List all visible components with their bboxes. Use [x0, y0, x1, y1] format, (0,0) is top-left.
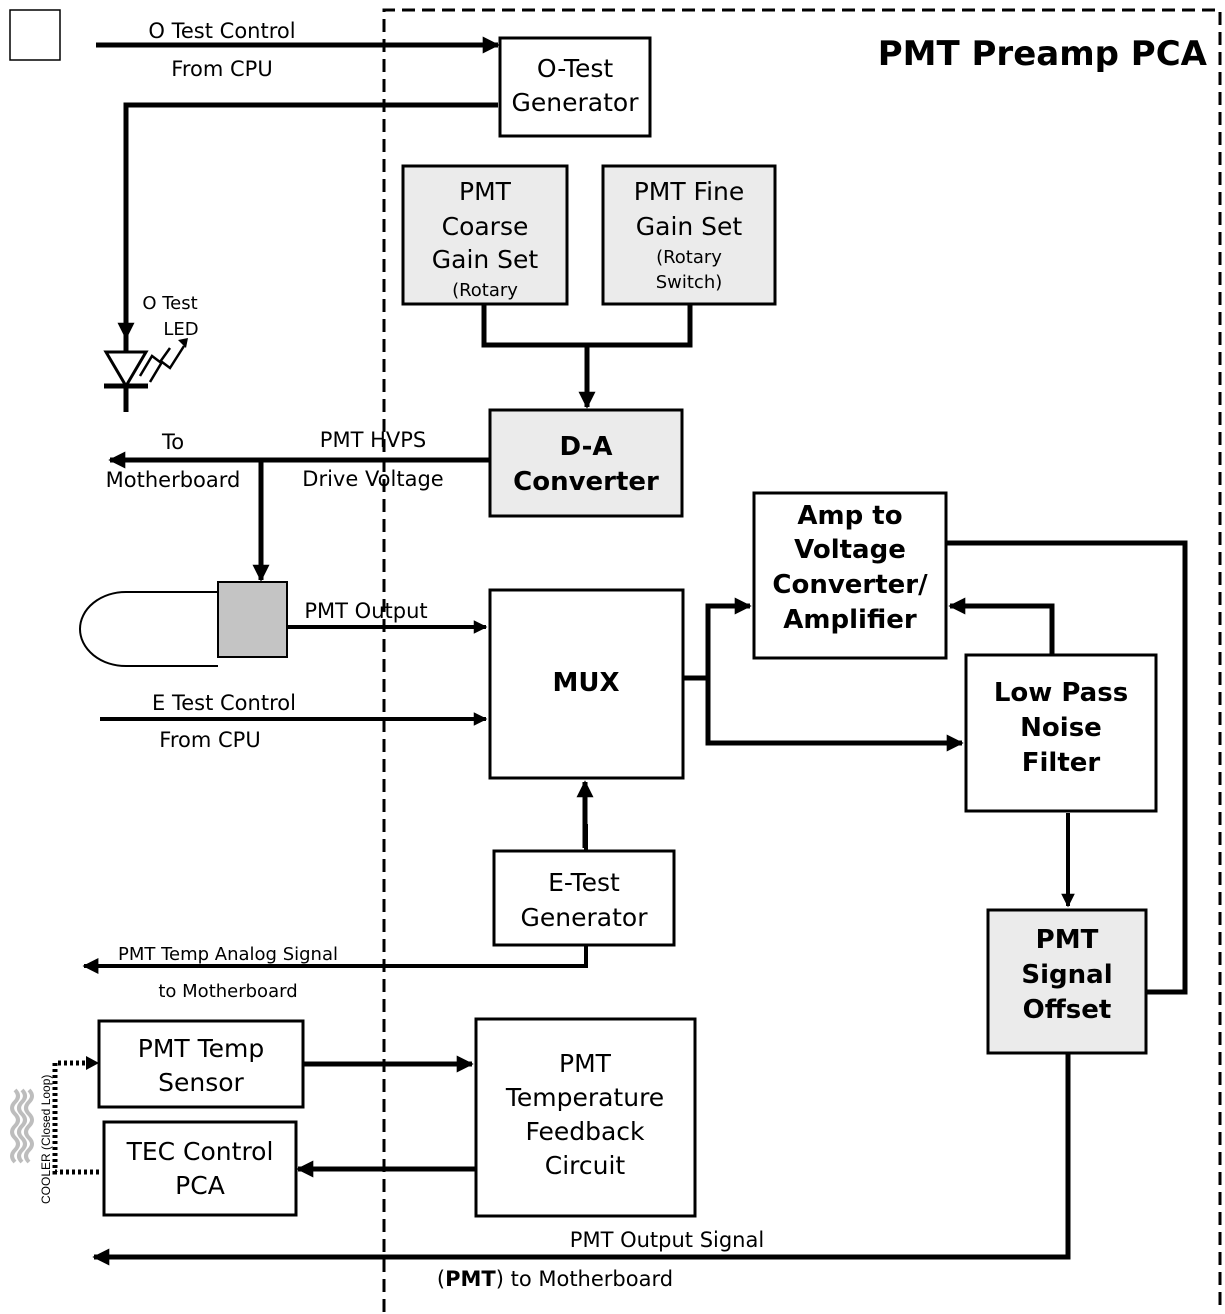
o-test-led-label-1: O Test	[142, 293, 197, 314]
mux-block: MUX	[488, 588, 685, 780]
svg-text:Temperature: Temperature	[505, 1083, 664, 1112]
e-test-control-label: E Test Control	[152, 691, 296, 715]
svg-text:Filter: Filter	[1022, 748, 1101, 778]
svg-text:Circuit: Circuit	[545, 1151, 626, 1180]
o-from-cpu-label: From CPU	[171, 57, 272, 81]
cooler-label: COOLER (Closed Loop)	[39, 1075, 53, 1204]
temp-sensor-block: PMT Temp Sensor	[97, 1019, 305, 1109]
to-label: To	[161, 430, 184, 454]
svg-text:Amplifier: Amplifier	[783, 605, 917, 635]
svg-text:O-Test: O-Test	[537, 54, 614, 83]
amp-converter-block: Amp to Voltage Converter/ Amplifier	[752, 491, 948, 660]
signal-offset-block: PMT Signal Offset	[986, 908, 1148, 1055]
svg-text:PMT Fine: PMT Fine	[634, 177, 745, 206]
svg-text:Signal: Signal	[1021, 960, 1112, 990]
coarse-gain-block: PMT Coarse Gain Set (Rotary	[401, 164, 569, 306]
svg-text:PMT: PMT	[1036, 925, 1099, 955]
o-test-to-led-arrow	[117, 102, 498, 340]
hvps-label-2: Drive Voltage	[302, 467, 443, 491]
e-from-cpu-label: From CPU	[159, 728, 260, 752]
svg-text:Generator: Generator	[521, 903, 649, 932]
svg-text:PMT Temp: PMT Temp	[138, 1034, 265, 1063]
svg-text:Gain Set: Gain Set	[636, 212, 743, 241]
svg-text:MUX: MUX	[552, 668, 619, 698]
svg-text:Gain Set: Gain Set	[432, 245, 539, 274]
svg-text:Voltage: Voltage	[794, 535, 906, 565]
cooler-loop-arrowhead	[86, 1056, 99, 1070]
output-signal-label: PMT Output Signal	[570, 1228, 764, 1252]
svg-text:Converter/: Converter/	[772, 570, 928, 600]
temp-analog-label-2: to Motherboard	[158, 981, 297, 1002]
pca-title: PMT Preamp PCA	[878, 34, 1208, 74]
filter-to-amp-arrow	[948, 597, 1055, 655]
svg-text:D-A: D-A	[560, 432, 613, 462]
mux-to-amp-arrow	[705, 597, 752, 678]
svg-text:Amp to: Amp to	[797, 501, 902, 531]
hvps-label-1: PMT HVPS	[320, 428, 426, 452]
svg-text:PMT: PMT	[559, 1049, 612, 1078]
temp-feedback-block: PMT Temperature Feedback Circuit	[474, 1017, 697, 1218]
svg-text:PCA: PCA	[175, 1171, 225, 1200]
svg-text:Low Pass: Low Pass	[994, 678, 1128, 708]
output-signal-arrow	[92, 1054, 1071, 1266]
output-signal-label-2: (PMT) to Motherboard	[437, 1267, 673, 1291]
tec-control-block: TEC Control PCA	[102, 1120, 298, 1217]
led-icon	[103, 338, 188, 412]
da-converter-block: D-A Converter	[488, 408, 684, 518]
pca-boundary	[382, 8, 1222, 1312]
svg-text:(Rotary: (Rotary	[656, 247, 722, 268]
temp-analog-label-1: PMT Temp Analog Signal	[118, 944, 338, 965]
svg-text:PMT: PMT	[459, 177, 512, 206]
o-test-led-label-2: LED	[163, 319, 198, 340]
o-test-control-label: O Test Control	[148, 19, 295, 43]
svg-text:Noise: Noise	[1020, 713, 1102, 743]
o-test-generator-block: O-Test Generator	[498, 36, 652, 138]
svg-text:Feedback: Feedback	[525, 1117, 645, 1146]
mux-to-filter-arrow	[705, 678, 964, 752]
pmt-tube-icon	[79, 581, 288, 667]
motherboard-label: Motherboard	[106, 468, 241, 492]
svg-text:E-Test: E-Test	[548, 868, 620, 897]
gain-merge-line	[481, 304, 693, 348]
svg-text:Coarse: Coarse	[442, 212, 529, 241]
low-pass-filter-block: Low Pass Noise Filter	[964, 653, 1158, 813]
corner-box	[9, 9, 61, 61]
svg-text:Switch): Switch)	[656, 272, 723, 293]
svg-text:Generator: Generator	[512, 88, 640, 117]
svg-text:TEC Control: TEC Control	[126, 1137, 274, 1166]
svg-text:Offset: Offset	[1023, 995, 1112, 1025]
pmt-output-label: PMT Output	[304, 599, 427, 623]
e-test-generator-block: E-Test Generator	[492, 849, 676, 947]
amp-to-offset-arrow	[946, 540, 1188, 1001]
svg-text:Sensor: Sensor	[158, 1068, 244, 1097]
fine-gain-block: PMT Fine Gain Set (Rotary Switch)	[601, 164, 777, 306]
cooler-heat-icon	[10, 1088, 34, 1164]
svg-text:(Rotary: (Rotary	[452, 280, 518, 301]
cooler-loop-line	[52, 1060, 99, 1175]
svg-text:Converter: Converter	[513, 467, 659, 497]
